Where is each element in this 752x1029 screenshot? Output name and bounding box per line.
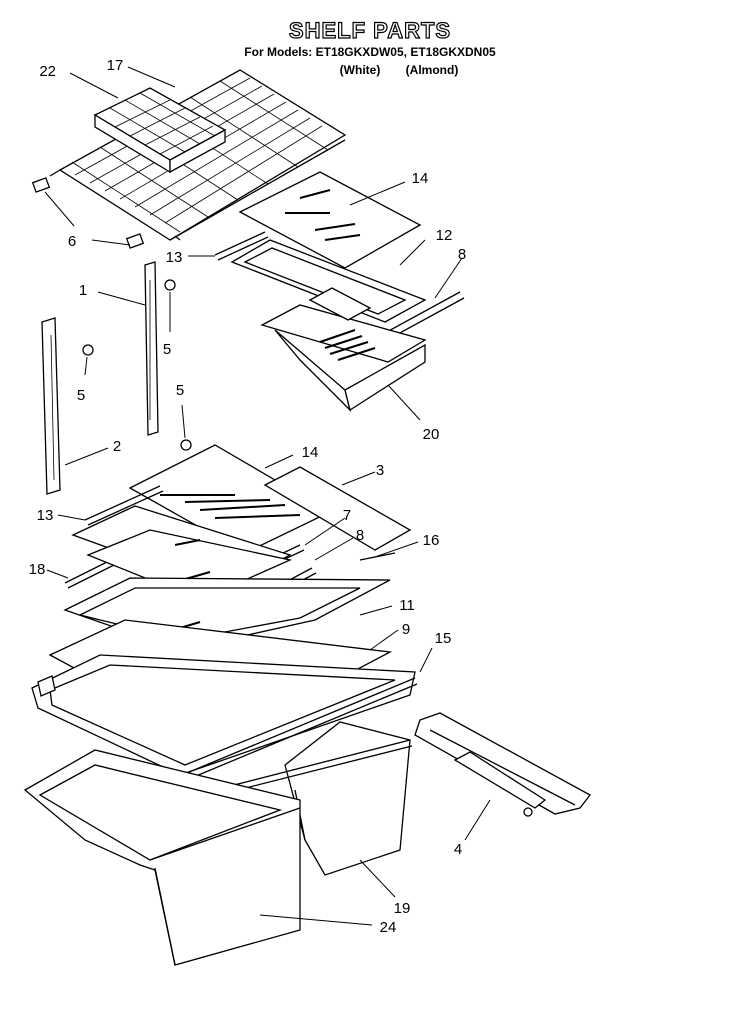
callout-20: 20 [423,426,440,443]
screws [82,279,192,451]
callout-16: 16 [423,532,440,549]
shelf-support-pegs [31,177,145,249]
callout-4: 4 [454,841,462,858]
callout-11: 11 [399,597,415,614]
callout-9: 9 [402,621,410,638]
upper-crisper-pan [260,287,427,413]
models-line: For Models: ET18GKXDW05, ET18GKXDN05 [244,45,496,59]
color-white-label: (White) [340,63,381,77]
left-vertical-rail [41,317,61,495]
leader-lines [44,66,491,926]
callout-2: 2 [113,438,121,455]
shelf-frame-3 [263,466,412,551]
left-crisper-drawer [23,749,301,966]
callout-12: 12 [436,227,453,244]
diagram-title: SHELF PARTS [289,18,451,43]
callout-3: 3 [376,462,384,479]
upper-glass-shelf [238,171,422,269]
callout-15: 15 [435,630,452,647]
callout-18: 18 [29,561,46,578]
callout-7: 7 [343,507,351,524]
callout-13-middle: 13 [37,507,54,524]
callout-22: 22 [39,63,56,80]
callout-24: 24 [380,919,397,936]
callout-13-upper: 13 [166,249,183,266]
drawer-slide-assembly [414,712,591,817]
ice-tray [93,87,227,174]
callout-17: 17 [107,57,124,74]
callout-5-left: 5 [77,387,85,404]
callout-5-lower: 5 [176,382,184,399]
callout-8-upper: 8 [458,246,466,263]
callout-14-upper: 14 [412,170,429,187]
right-vertical-rail [144,261,159,436]
callout-14-middle: 14 [302,444,319,461]
callout-6: 6 [68,233,76,250]
callout-1: 1 [79,282,87,299]
callout-19: 19 [394,900,411,917]
color-almond-label: (Almond) [406,63,459,77]
callout-8-middle: 8 [356,527,364,544]
crisper-support-frame [31,654,418,787]
callout-5-right: 5 [163,341,171,358]
